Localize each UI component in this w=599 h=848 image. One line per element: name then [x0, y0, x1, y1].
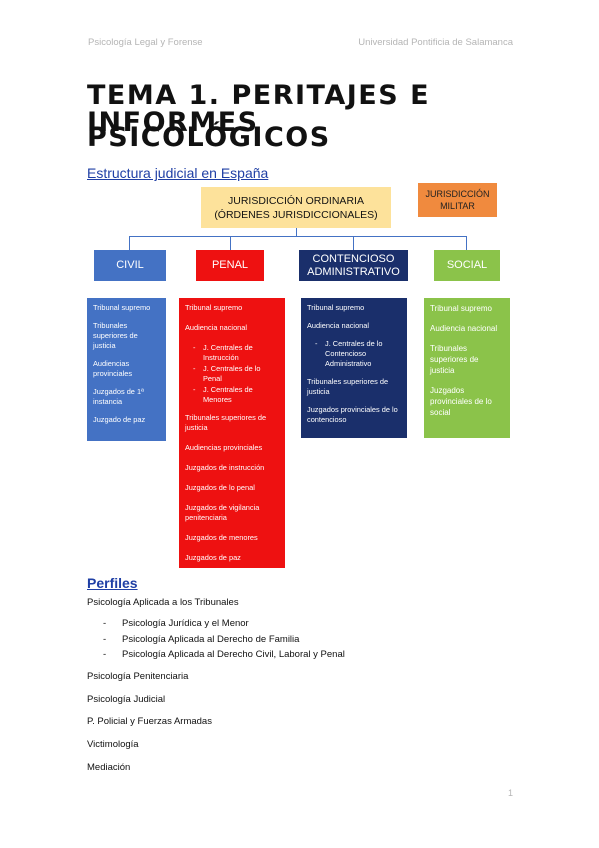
branch-contencioso: CONTENCIOSO ADMINISTRATIVO — [299, 250, 408, 281]
court-item: Juzgados de menores — [185, 533, 258, 542]
page-number: 1 — [507, 788, 513, 798]
court-sublist: J. Centrales de lo Contencioso Administr… — [307, 339, 401, 369]
militar-line1: JURISDICCIÓN — [425, 189, 490, 199]
jurisdiccion-militar-box: JURISDICCIÓN MILITAR — [418, 183, 497, 217]
court-item: Tribunal supremo — [93, 303, 151, 312]
penal-courts-list: Tribunal supremo Audiencia nacional J. C… — [179, 298, 285, 568]
ordinaria-line2: (ÓRDENES JURISDICCIONALES) — [214, 208, 378, 221]
court-item: Juzgados de 1ª instancia — [93, 387, 144, 406]
connector-trunk — [296, 228, 297, 237]
court-subitem: J. Centrales de lo Penal — [193, 364, 279, 384]
perfil-mediacion: Mediación — [87, 762, 131, 773]
court-sublist: J. Centrales de Instrucción J. Centrales… — [185, 343, 279, 405]
court-item: Audiencia nacional — [430, 324, 498, 333]
court-subitem: J. Centrales de Instrucción — [193, 343, 279, 363]
section-heading-perfiles: Perfiles — [87, 575, 138, 591]
court-item: Tribunales superiores de justicia — [307, 377, 389, 396]
court-item: Audiencias provinciales — [93, 359, 133, 378]
perfil-aplicada-list: Psicología Jurídica y el Menor Psicologí… — [103, 618, 345, 665]
header-right: Universidad Pontificia de Salamanca — [358, 37, 513, 48]
court-item: Tribunales superiores de justicia — [93, 321, 138, 350]
list-item: Psicología Aplicada al Derecho de Famili… — [103, 634, 345, 650]
court-item: Tribunal supremo — [307, 303, 365, 312]
perfil-aplicada: Psicología Aplicada a los Tribunales — [87, 597, 239, 608]
perfil-victimologia: Victimología — [87, 739, 139, 750]
jurisdiccion-ordinaria-box: JURISDICCIÓN ORDINARIA (ÓRDENES JURISDIC… — [201, 187, 391, 228]
contencioso-courts-list: Tribunal supremo Audiencia nacional J. C… — [301, 298, 407, 438]
court-subitem: J. Centrales de lo Contencioso Administr… — [315, 339, 401, 369]
court-item: Juzgado de paz — [93, 415, 146, 424]
court-item: Tribunal supremo — [430, 304, 492, 313]
court-item: Juzgados provinciales de lo contencioso — [307, 405, 398, 424]
court-item: Tribunal supremo — [185, 303, 243, 312]
court-item: Juzgados de vigilancia penitenciaria — [185, 503, 260, 522]
connector-social — [466, 236, 467, 250]
list-item: Psicología Aplicada al Derecho Civil, La… — [103, 649, 345, 665]
section-heading-estructura: Estructura judicial en España — [87, 165, 269, 181]
court-subitem: J. Centrales de Menores — [193, 385, 279, 405]
court-item: Tribunales superiores de justicia — [430, 344, 479, 375]
court-item: Tribunales superiores de justicia — [185, 413, 267, 432]
court-item: Audiencia nacional — [185, 323, 248, 332]
perfil-judicial: Psicología Judicial — [87, 694, 166, 705]
page-title-line2: PSICOLÓGICOS — [87, 122, 331, 153]
civil-courts-list: Tribunal supremo Tribunales superiores d… — [87, 298, 166, 441]
list-item: Psicología Jurídica y el Menor — [103, 618, 345, 634]
branch-civil: CIVIL — [94, 250, 166, 281]
perfil-penitenciaria: Psicología Penitenciaria — [87, 671, 189, 682]
page-title-line1: TEMA 1. PERITAJES E INFORMES — [87, 80, 431, 138]
contencioso-line2: ADMINISTRATIVO — [307, 265, 400, 278]
branch-penal: PENAL — [196, 250, 264, 281]
branch-social: SOCIAL — [434, 250, 500, 281]
court-item: Juzgados de paz — [185, 553, 241, 562]
connector-penal — [230, 236, 231, 250]
court-item: Juzgados de lo penal — [185, 483, 255, 492]
social-courts-list: Tribunal supremo Audiencia nacional Trib… — [424, 298, 510, 438]
perfil-policial: P. Policial y Fuerzas Armadas — [87, 716, 212, 727]
connector-civil — [129, 236, 130, 250]
contencioso-line1: CONTENCIOSO — [312, 252, 395, 265]
connector-horizontal — [129, 236, 466, 237]
court-item: Audiencias provinciales — [185, 443, 263, 452]
court-item: Juzgados de instrucción — [185, 463, 265, 472]
header-left: Psicología Legal y Forense — [88, 37, 203, 48]
court-item: Juzgados provinciales de lo social — [430, 386, 492, 417]
court-item: Audiencia nacional — [307, 321, 370, 330]
connector-contencioso — [353, 236, 354, 250]
ordinaria-line1: JURISDICCIÓN ORDINARIA — [228, 194, 364, 207]
militar-line2: MILITAR — [440, 201, 475, 211]
